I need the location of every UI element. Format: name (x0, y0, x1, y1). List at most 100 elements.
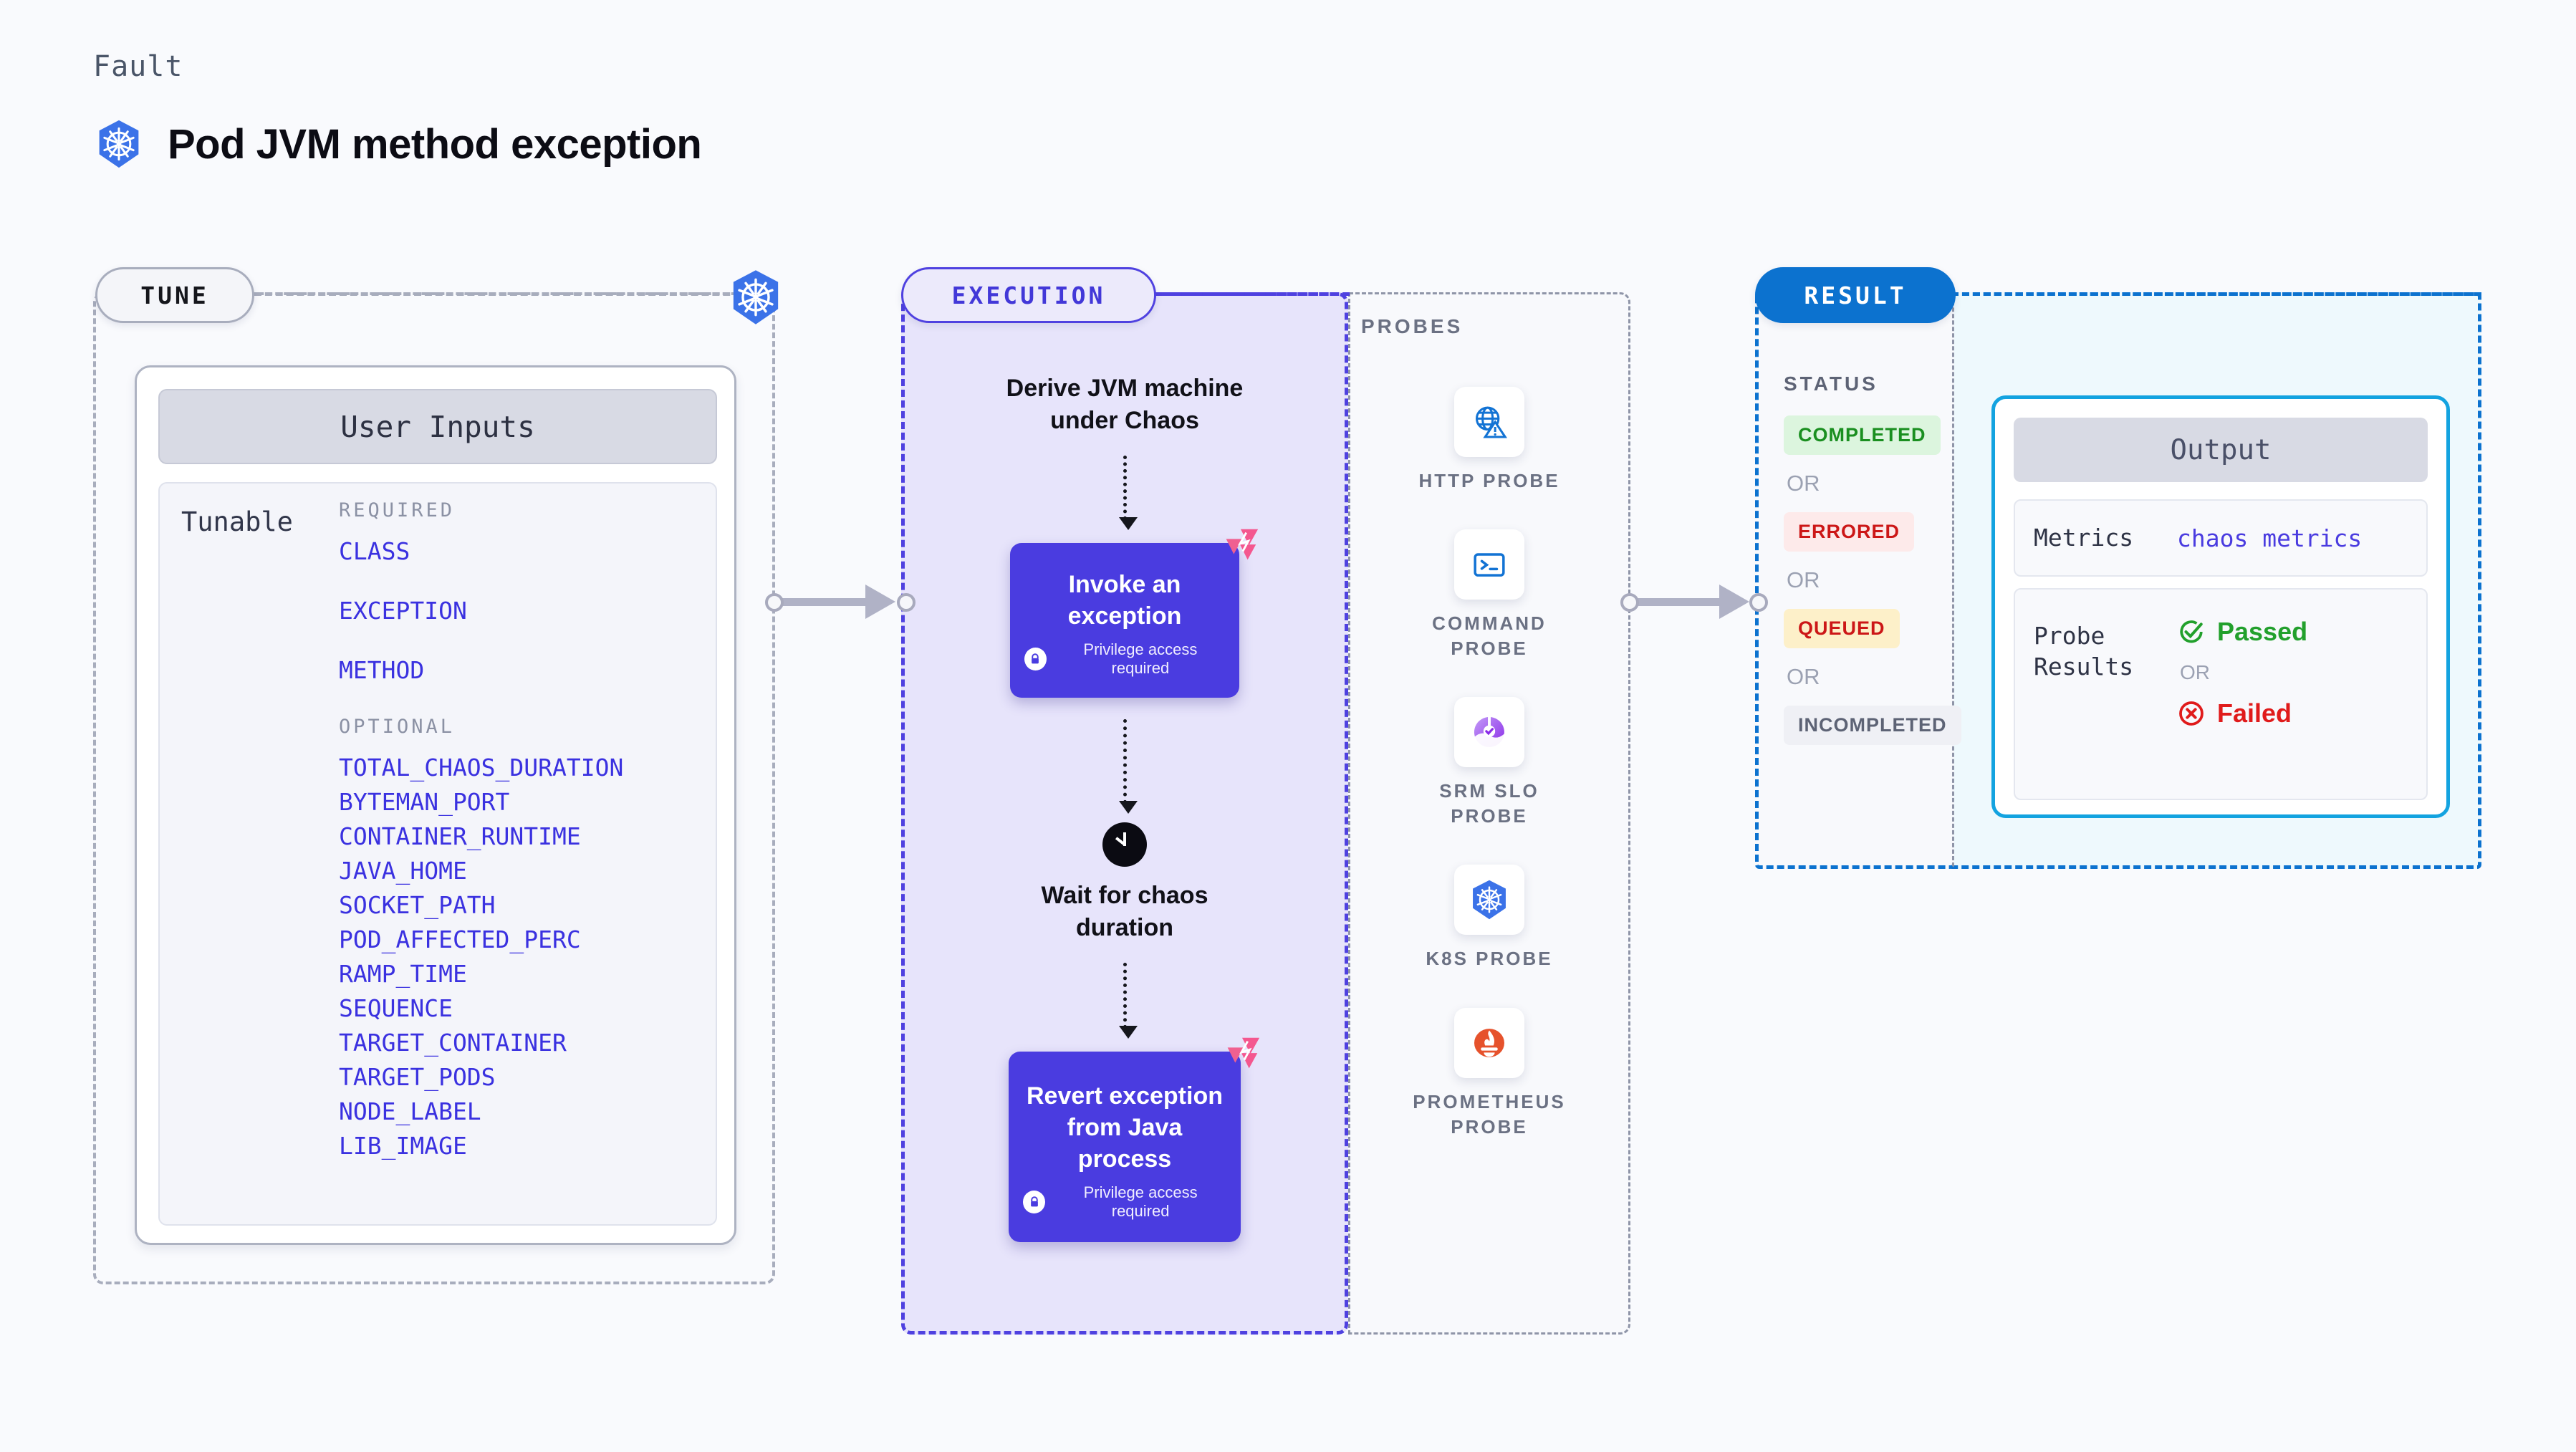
probe-result-passed: Passed (2177, 617, 2307, 647)
metrics-key: Metrics (2034, 523, 2134, 552)
flow-step-derive-jvm: Derive JVM machine under Chaos (1006, 375, 1244, 434)
result-panel (1755, 292, 1954, 869)
param-target-pods[interactable]: TARGET_PODS (339, 1063, 496, 1091)
flow-arrow-1 (1118, 455, 1138, 530)
probe-item-http[interactable]: HTTP PROBE (1348, 387, 1630, 494)
probe-label: SRM SLO PROBE (1439, 780, 1539, 827)
param-pod-affected-perc[interactable]: POD_AFFECTED_PERC (339, 925, 581, 953)
execution-flow: Derive JVM machine under Chaos Invoke an… (901, 372, 1348, 1243)
result-stage-pill[interactable]: RESULT (1755, 267, 1956, 323)
srm-slo-icon (1474, 717, 1504, 748)
user-inputs-title: User Inputs (158, 389, 717, 464)
check-circle-icon (2180, 620, 2203, 643)
or-separator: OR (2180, 661, 2210, 683)
flow-action-revert-exception[interactable]: Revert exception from Java process Privi… (1009, 1037, 1260, 1243)
flow-step-wait-for-chaos: Wait for chaos duration (1041, 882, 1208, 941)
output-probe-results-row: Probe Results Passed OR Failed (2014, 588, 2428, 800)
status-list: COMPLETED OR ERRORED OR QUEUED OR INCOMP… (1784, 415, 1961, 745)
privilege-note-row: Privilege access required (1024, 640, 1225, 678)
probe-tile (1454, 1007, 1524, 1078)
probe-tile (1454, 529, 1524, 600)
page-title-row: Pod JVM method exception (93, 118, 702, 170)
param-lib-image[interactable]: LIB_IMAGE (339, 1132, 467, 1160)
litmus-chaos-icon (1227, 1037, 1260, 1069)
or-separator: OR (1787, 664, 1820, 689)
probe-tile (1454, 697, 1524, 768)
tune-top-dashed-connector (254, 292, 751, 296)
output-card-title: Output (2014, 418, 2428, 482)
lock-icon (1023, 1191, 1046, 1214)
param-target-container[interactable]: TARGET_CONTAINER (339, 1029, 567, 1057)
connector-dot-right (1749, 593, 1768, 612)
probe-item-prometheus[interactable]: PROMETHEUS PROBE (1348, 1007, 1630, 1140)
privilege-note: Privilege access required (1083, 640, 1198, 678)
connector-dot-left (1620, 593, 1639, 612)
status-section-title: STATUS (1784, 372, 1878, 395)
probe-item-srm-slo[interactable]: SRM SLO PROBE (1348, 697, 1630, 829)
status-badge-incompleted: INCOMPLETED (1784, 706, 1961, 745)
failed-label: Failed (2217, 698, 2292, 728)
tunable-label: Tunable (181, 506, 293, 537)
probe-result-failed: Failed (2177, 698, 2307, 729)
kubernetes-icon (99, 120, 139, 168)
connector-tune-to-execution (765, 585, 915, 619)
execution-stage-pill[interactable]: EXECUTION (901, 267, 1156, 323)
probe-tile (1454, 865, 1524, 936)
param-sequence[interactable]: SEQUENCE (339, 994, 453, 1022)
param-method[interactable]: METHOD (339, 656, 425, 684)
probes-panel (1348, 292, 1630, 1335)
flow-arrow-3 (1118, 962, 1138, 1039)
or-separator: OR (1787, 567, 1820, 592)
privilege-note: Privilege access required (1083, 1183, 1198, 1221)
param-exception[interactable]: EXCEPTION (339, 597, 467, 625)
user-inputs-body: Tunable REQUIRED CLASS EXCEPTION METHOD … (158, 482, 717, 1226)
probes-section-title: PROBES (1361, 315, 1464, 337)
probe-item-k8s[interactable]: K8S PROBE (1348, 865, 1630, 971)
probe-item-command[interactable]: COMMAND PROBE (1348, 529, 1630, 661)
result-top-dashed-line (1951, 292, 2481, 296)
probe-label: PROMETHEUS PROBE (1413, 1090, 1566, 1138)
probe-results-key: Probe Results (2034, 622, 2134, 681)
probe-label: K8S PROBE (1426, 948, 1553, 970)
param-socket-path[interactable]: SOCKET_PATH (339, 891, 496, 919)
param-total-chaos-duration[interactable]: TOTAL_CHAOS_DURATION (339, 754, 624, 782)
probe-list: HTTP PROBE COMMAND PROBE (1348, 387, 1630, 1175)
flow-arrow-2 (1118, 719, 1138, 814)
status-badge-errored: ERRORED (1784, 512, 1915, 552)
probe-label: HTTP PROBE (1418, 470, 1560, 491)
page-title: Pod JVM method exception (168, 120, 702, 168)
probe-label: COMMAND PROBE (1432, 612, 1547, 660)
param-ramp-time[interactable]: RAMP_TIME (339, 960, 467, 988)
status-badge-queued: QUEUED (1784, 609, 1900, 648)
param-java-home[interactable]: JAVA_HOME (339, 857, 467, 885)
globe-warning-icon (1475, 406, 1508, 438)
fault-eyebrow-label: Fault (93, 50, 183, 83)
x-circle-icon (2179, 701, 2203, 726)
user-inputs-card: User Inputs Tunable REQUIRED CLASS EXCEP… (135, 365, 736, 1245)
execution-top-dashed-line (1153, 292, 1350, 296)
group-heading-optional: OPTIONAL (339, 716, 456, 738)
or-separator: OR (1787, 471, 1820, 496)
kubernetes-icon (733, 270, 779, 324)
prometheus-icon (1474, 1028, 1504, 1057)
param-container-runtime[interactable]: CONTAINER_RUNTIME (339, 822, 581, 850)
litmus-chaos-icon (1226, 529, 1259, 560)
flow-action-invoke-exception[interactable]: Invoke an exception Privilege access req… (1010, 529, 1259, 698)
connector-dot-left (765, 593, 784, 612)
param-class[interactable]: CLASS (339, 537, 410, 565)
status-badge-completed: COMPLETED (1784, 415, 1941, 455)
metrics-value-link[interactable]: chaos metrics (2177, 524, 2363, 552)
privilege-note-row: Privilege access required (1023, 1183, 1226, 1221)
parameter-list: REQUIRED CLASS EXCEPTION METHOD OPTIONAL… (339, 499, 711, 1166)
output-metrics-row: Metrics chaos metrics (2014, 499, 2428, 577)
param-node-label[interactable]: NODE_LABEL (339, 1097, 481, 1125)
passed-label: Passed (2217, 617, 2308, 646)
tune-stage-pill[interactable]: TUNE (95, 267, 254, 323)
connector-dot-right (897, 593, 915, 612)
param-byteman-port[interactable]: BYTEMAN_PORT (339, 788, 510, 816)
group-heading-required: REQUIRED (339, 499, 456, 521)
connector-execution-to-result (1620, 585, 1768, 619)
terminal-icon (1474, 553, 1505, 577)
kubernetes-icon (1473, 880, 1506, 920)
